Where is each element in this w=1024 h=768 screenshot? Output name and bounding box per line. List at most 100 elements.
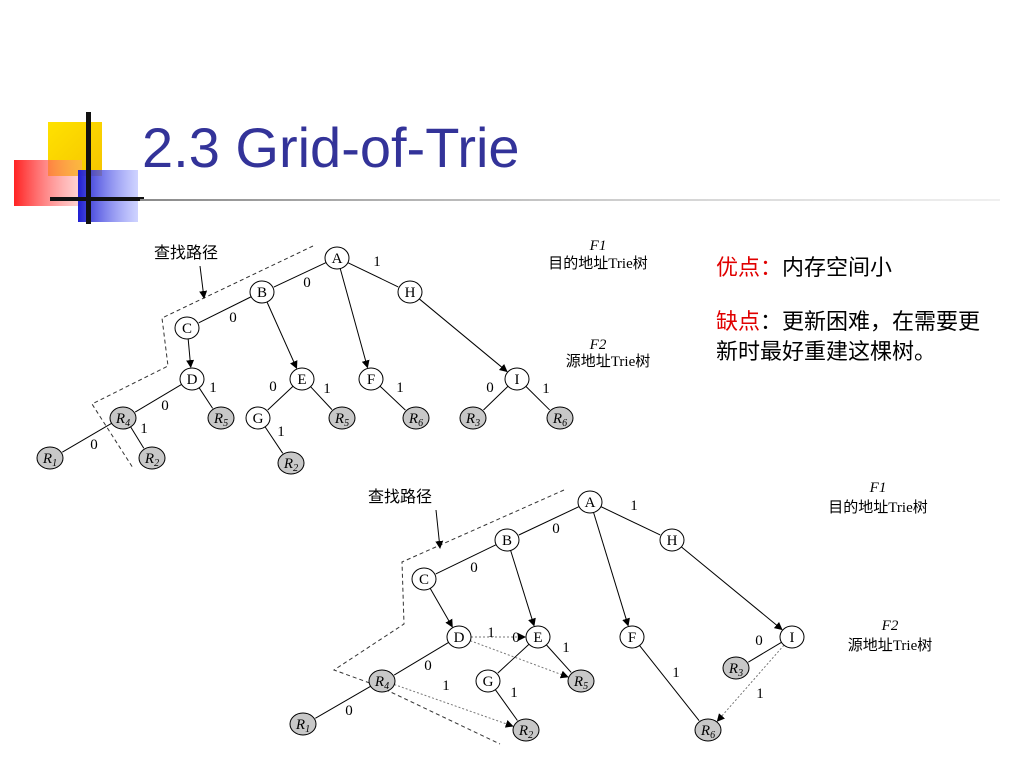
edge-label-A-H: 1 [630,498,638,514]
edge-B-E [266,301,298,370]
edge-B-E [510,550,536,627]
rule-node-R2: R2 [512,718,540,742]
f1-text: 目的地址Trie树 [828,499,927,516]
edge-I-R3 [747,641,782,663]
trie-node-G: G [245,406,271,430]
edge-A-H [347,262,399,288]
edge-label-E-R5b: 1 [323,381,331,397]
f1-label: F1 [869,480,887,496]
svg-text:H: H [405,285,416,301]
rule-node-R4: R4 [109,406,137,430]
trie-node-E: E [525,625,551,649]
svg-text:B: B [502,533,512,549]
edge-E-G [497,643,530,674]
disadvantage-label: 缺点 [716,310,761,335]
edge-R4-R1 [315,685,371,719]
trie-node-C: C [174,316,200,340]
edge-label-G-R2b: 1 [277,424,285,440]
edge-D-R4 [134,383,182,413]
edge-E-R5 [546,644,572,673]
edge-A-F [593,512,630,627]
edge-label-D-E: 1 [487,625,495,641]
page-title: 2.3 Grid-of-Trie [142,116,520,179]
rule-node-R1: R1 [289,712,317,736]
f2-text: 源地址Trie树 [848,637,932,654]
svg-text:A: A [585,495,596,511]
f1-label: F1 [589,238,607,254]
edge-label-A-B: 0 [303,275,311,291]
edge-label-F-R6: 1 [672,665,680,681]
edge-H-I [418,298,508,373]
search-path-boundary [91,245,314,469]
search-path-label: 查找路径 [154,243,218,262]
edge-label-I-R6b: 1 [542,381,550,397]
edge-G-R2 [494,689,518,721]
trie-node-H: H [659,528,685,552]
edge-A-B [518,506,580,536]
search-path-arrow [435,509,444,549]
deco-vertical-bar [86,112,91,224]
trie-node-D: D [446,625,472,649]
svg-text:D: D [454,630,465,646]
edge-H-I [681,546,783,631]
edge-E-R5b [310,386,333,410]
svg-text:F: F [367,372,375,388]
edge-B-C [435,544,497,575]
edge-label-G-R2: 1 [510,685,518,701]
edge-C-D [186,338,195,369]
trie-node-I: I [504,367,530,391]
edge-I-R3 [483,385,509,411]
edge-D-R4 [393,642,449,676]
svg-text:I: I [790,630,795,646]
edge-label-B-C: 0 [229,310,237,326]
edge-C-D [429,588,453,628]
disadvantage-note: 缺点：更新困难，在需要更新时最好重建这棵树。 [716,308,986,368]
edge-R4-R2a [130,426,145,449]
rule-node-R5b: R5 [328,406,356,430]
rule-node-R3: R3 [459,406,487,430]
trie-node-B: B [494,528,520,552]
search-path-boundary [332,489,565,745]
rule-node-R3: R3 [722,656,750,680]
rule-node-R2a: R2 [138,446,166,470]
edge-D-R5 [470,640,569,679]
rule-node-R6: R6 [694,718,722,742]
edge-F-R6a [379,385,406,411]
trie-node-A: A [324,246,350,270]
advantage-text: 内存空间小 [782,256,893,281]
svg-text:G: G [483,674,494,690]
svg-text:C: C [419,572,429,588]
edge-label-R4-R1: 0 [345,703,353,719]
f2-label: F2 [589,337,607,353]
f1-text: 目的地址Trie树 [548,255,647,272]
edge-label-F-R6a: 1 [396,380,404,396]
trie-node-A: A [577,490,603,514]
edge-label-D-R4: 0 [424,658,432,674]
edge-I-R6b [525,386,550,411]
edge-A-H [600,506,661,536]
edge-label-D-R4: 0 [161,398,169,414]
edge-E-G [267,385,294,411]
svg-text:D: D [187,372,198,388]
svg-text:I: I [515,372,520,388]
rule-node-R5: R5 [567,669,595,693]
edge-label-D-R5a: 1 [209,380,217,396]
edge-label-R4-R2a: 1 [140,421,148,437]
edge-F-R6 [639,645,700,722]
edge-G-R2b [264,426,284,454]
svg-text:H: H [667,533,678,549]
edge-label-A-B: 0 [552,521,560,537]
edge-label-E-G: 0 [269,379,277,395]
rule-node-R4: R4 [368,669,396,693]
edge-label-B-C: 0 [470,560,478,576]
trie-node-D: D [179,367,205,391]
search-path-arrow [199,265,208,299]
advantage-label: 优点： [716,256,783,281]
f2-text: 源地址Trie树 [566,353,650,370]
svg-text:C: C [182,321,192,337]
edge-A-B [273,262,327,288]
svg-text:F: F [628,630,636,646]
trie-node-F: F [358,367,384,391]
